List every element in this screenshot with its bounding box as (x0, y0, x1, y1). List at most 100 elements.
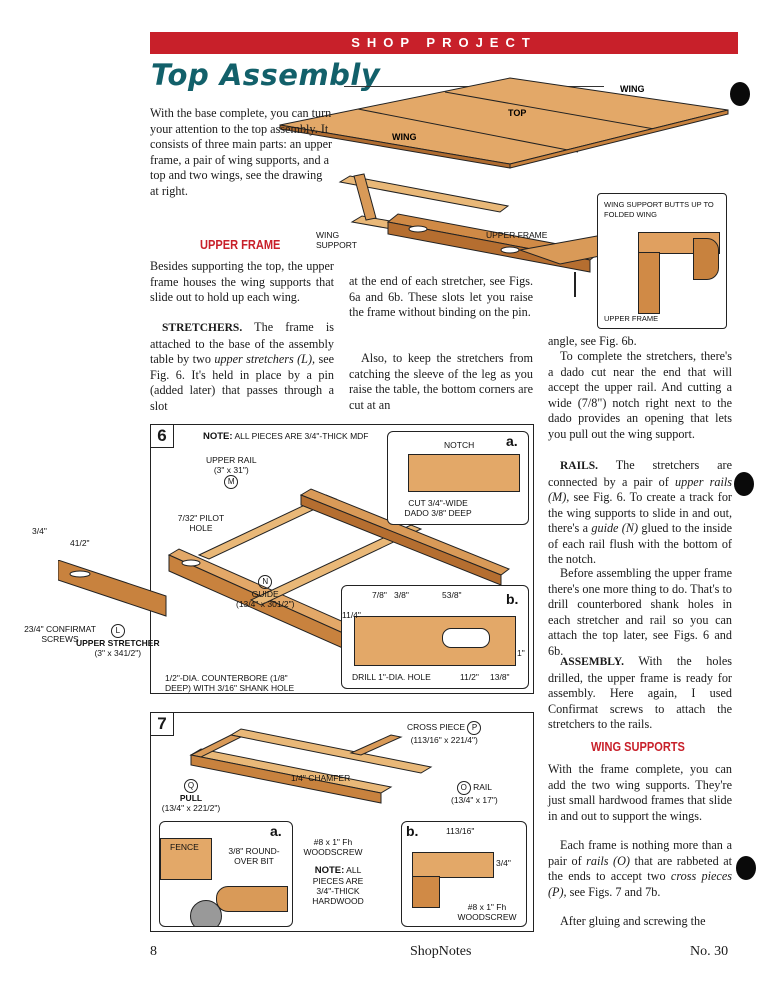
wing-b: Each frame is nothing more than a pair o… (548, 838, 732, 868)
fig6-drawing (167, 488, 511, 666)
stretchers-col2b: Also, to keep the stretchers from catchi… (349, 351, 533, 412)
heading-upper-frame: UPPER FRAME (200, 237, 281, 252)
fig6b-dim-f: 13/8" (490, 672, 510, 682)
rails-a: The stretchers are connected by a pair o… (548, 458, 732, 489)
fig6a-label: a. (506, 433, 518, 449)
fig6b-dim-a: 7/8" (372, 590, 387, 600)
wing-c: that are rabbeted at the ends to accept … (548, 853, 733, 884)
fig7b-label: b. (406, 823, 419, 839)
part-l-icon: L (110, 624, 125, 638)
fig7-chamfer: 1/4" CHAMFER (291, 773, 351, 783)
rails-em2: guide (N) (591, 521, 639, 535)
rails-b: see Fig. 6. To create a track for the wi… (548, 490, 732, 535)
stretchers-complete: To complete the stretchers, there's a da… (548, 349, 732, 441)
part-n-icon: N (258, 575, 273, 589)
fig7b-detail: b. 113/16" 3/4" #8 x 1" Fh WOODSCREW (401, 821, 527, 927)
fig6-dim-4: 41/2" (70, 538, 90, 548)
fig7-drawing (189, 728, 433, 804)
fig6a-detail: a. NOTCH CUT 3/4"-WIDE DADO 3/8" DEEP (387, 431, 529, 525)
binder-hole-top (730, 82, 750, 106)
fig6-upper-rail: UPPER RAIL(3" x 31") M (206, 455, 257, 489)
fig6b-drill: DRILL 1"-DIA. HOLE (352, 672, 431, 682)
fig6b-dim-g: 1" (517, 648, 525, 658)
fig6-note-text: ALL PIECES ARE 3/4"-THICK MDF (234, 431, 369, 441)
assembly-paragraph: ASSEMBLY. With the holes drilled, the up… (548, 654, 732, 733)
fig7b-dim-2: 3/4" (496, 858, 511, 868)
detail-label: UPPER FRAME (604, 314, 659, 323)
fig6a-dado: CUT 3/4"-WIDE DADO 3/8" DEEP (404, 498, 472, 518)
label-wing-support: WING SUPPORT (316, 230, 357, 250)
stretchers-lead: STRETCHERS. (162, 322, 243, 334)
fig7a-fence: FENCE (170, 842, 199, 852)
stretchers-paragraph: STRETCHERS. The frame is attached to the… (150, 320, 334, 414)
fig6-note-lead: NOTE: (203, 431, 233, 442)
rails-paragraph-2: Before assembling the upper frame there'… (548, 566, 732, 658)
label-wing-left: WING (392, 132, 417, 142)
part-m-icon: M (224, 475, 239, 489)
fig7b-dim-1: 113/16" (446, 826, 475, 836)
fig6-note: NOTE: ALL PIECES ARE 3/4"-THICK MDF (203, 431, 369, 442)
rails-paragraph: RAILS. The stretchers are connected by a… (548, 458, 732, 568)
fig7-rail: O RAIL(13/4" x 17") (451, 781, 498, 805)
wing-em1: rails (O) (586, 853, 630, 868)
wing-paragraph-2: Each frame is nothing more than a pair o… (548, 838, 732, 900)
label-wing-right: WING (620, 84, 645, 94)
fig6-counterbore: 1/2"-DIA. COUNTERBORE (1/8" DEEP) WITH 3… (165, 673, 295, 693)
fig6b-dim-b: 3/8" (394, 590, 409, 600)
page-title: Top Assembly (151, 58, 381, 92)
fig7-note-text: ALL PIECES ARE 3/4"-THICK HARDWOOD (312, 865, 364, 906)
upper-frame-paragraph: Besides supporting the top, the upper fr… (150, 259, 334, 304)
fig6b-dim-d: 11/4" (342, 610, 361, 620)
fig6b-dim-e: 11/2" (460, 672, 479, 682)
fig6-stretcher-end (58, 560, 167, 617)
binder-hole-middle (734, 472, 754, 496)
figure-7-number: 7 (151, 713, 174, 736)
fig7-screw: #8 x 1" Fh WOODSCREW (303, 837, 363, 857)
wing-d: see Figs. 7 and 7b. (569, 884, 661, 899)
wing-paragraph-1: With the frame complete, you can add the… (548, 762, 732, 823)
assembly-a: With the holes drilled, the upper frame … (548, 654, 732, 731)
stretchers-a: The frame is attached to the base of the… (150, 320, 334, 366)
assembly-lead: ASSEMBLY. (560, 656, 625, 668)
rails-c: glued to the inside of each rail flush w… (548, 521, 732, 566)
detail-note: WING SUPPORT BUTTS UP TO FOLDED WING (604, 200, 714, 219)
fig7-cross-piece: CROSS PIECE P(113/16" x 221/4") (407, 721, 482, 745)
fig7a-label: a. (270, 823, 282, 839)
fig6b-detail: b. 7/8" 3/8" 53/8" 11/4" 1" DRILL 1"-DIA… (341, 585, 529, 689)
wing-paragraph-3: After gluing and screwing the (560, 914, 706, 928)
fig7a-roundover: 3/8" ROUND-OVER BIT (228, 846, 280, 866)
stretchers-b: see Fig. 6. It's held in place by a pin … (150, 352, 335, 413)
label-top: TOP (508, 108, 526, 118)
fig6-guide: N GUIDE(13/4" x 301/2") (236, 575, 295, 609)
fig7a-detail: a. FENCE 3/8" ROUND-OVER BIT (159, 821, 293, 927)
rails-em1: upper rails (M), (548, 474, 732, 505)
issue-number: No. 30 (690, 944, 729, 959)
part-q-icon: Q (184, 779, 198, 793)
fig7-note-lead: NOTE: (314, 865, 345, 876)
fig6b-dim-c: 53/8" (442, 590, 462, 600)
stretchers-col2: at the end of each stretcher, see Figs. … (349, 274, 533, 319)
fig7-pull: Q PULL(13/4" x 221/2") (161, 779, 221, 813)
rails-lead: RAILS. (560, 460, 599, 472)
heading-wing-supports: WING SUPPORTS (591, 739, 685, 754)
wing-detail-callout: WING SUPPORT BUTTS UP TO FOLDED WING UPP… (597, 193, 727, 329)
fig6-pilot-hole: 7/32" PILOT HOLE (177, 513, 225, 533)
figure-7: 7 CROSS PIECE P(113/16" x 221/4") 1/4" C… (150, 712, 534, 932)
figure-6: 6 NOTE: ALL PIECES ARE 3/4"-THICK MDF UP… (150, 424, 534, 694)
fig6a-notch: NOTCH (444, 440, 475, 450)
intro-paragraph: With the base complete, you can turn you… (150, 106, 333, 198)
label-upper-frame: UPPER FRAME (486, 230, 548, 240)
stretchers-angle: angle, see Fig. 6b. (548, 334, 637, 348)
magazine-name: ShopNotes (410, 944, 472, 959)
figure-6-number: 6 (151, 425, 174, 448)
binder-hole-bottom (736, 856, 756, 880)
fig6b-label: b. (506, 591, 519, 607)
section-banner: SHOP PROJECT (150, 32, 738, 54)
wing-em2: cross pieces (P), (548, 869, 732, 899)
fig6-dim-half: 3/4" (32, 526, 47, 536)
fig7b-screw: #8 x 1" Fh WOODSCREW (457, 902, 517, 922)
part-p-icon: P (467, 721, 482, 735)
page-number: 8 (150, 944, 157, 959)
fig7-note: NOTE: ALL PIECES ARE 3/4"-THICK HARDWOOD (303, 865, 373, 906)
fig6-upper-stretcher: L UPPER STRETCHER(3" x 341/2") (76, 624, 160, 658)
